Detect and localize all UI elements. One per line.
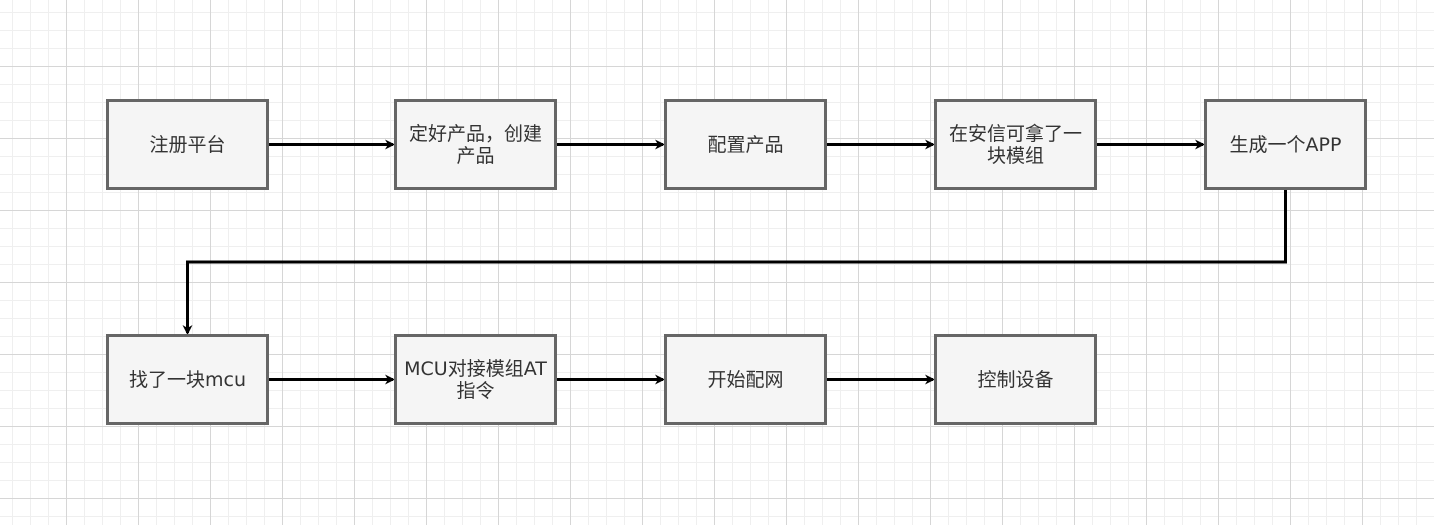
flow-node-label: 定好产品，创建产品 (408, 122, 542, 167)
flow-node-label: 注册平台 (149, 133, 226, 156)
flow-node-generate-app[interactable]: 生成一个APP (1204, 99, 1367, 190)
flow-node-label: 生成一个APP (1229, 133, 1342, 156)
flow-node-label: 配置产品 (707, 133, 784, 156)
flow-node-label: 在安信可拿了一块模组 (948, 122, 1082, 167)
flow-node-mcu-at-commands[interactable]: MCU对接模组AT指令 (394, 334, 557, 425)
flow-node-find-mcu[interactable]: 找了一块mcu (106, 334, 269, 425)
flow-node-register-platform[interactable]: 注册平台 (106, 99, 269, 190)
flow-node-label: 找了一块mcu (129, 368, 246, 391)
flow-node-label: 控制设备 (977, 368, 1054, 391)
edge-n5-to-n6 (182, 190, 1287, 335)
flow-node-get-module[interactable]: 在安信可拿了一块模组 (934, 99, 1097, 190)
flow-node-configure-product[interactable]: 配置产品 (664, 99, 827, 190)
flow-node-label: 开始配网 (707, 368, 784, 391)
flow-node-control-device[interactable]: 控制设备 (934, 334, 1097, 425)
flow-node-start-network-config[interactable]: 开始配网 (664, 334, 827, 425)
flow-node-label: MCU对接模组AT指令 (404, 357, 547, 402)
flow-node-define-product[interactable]: 定好产品，创建产品 (394, 99, 557, 190)
